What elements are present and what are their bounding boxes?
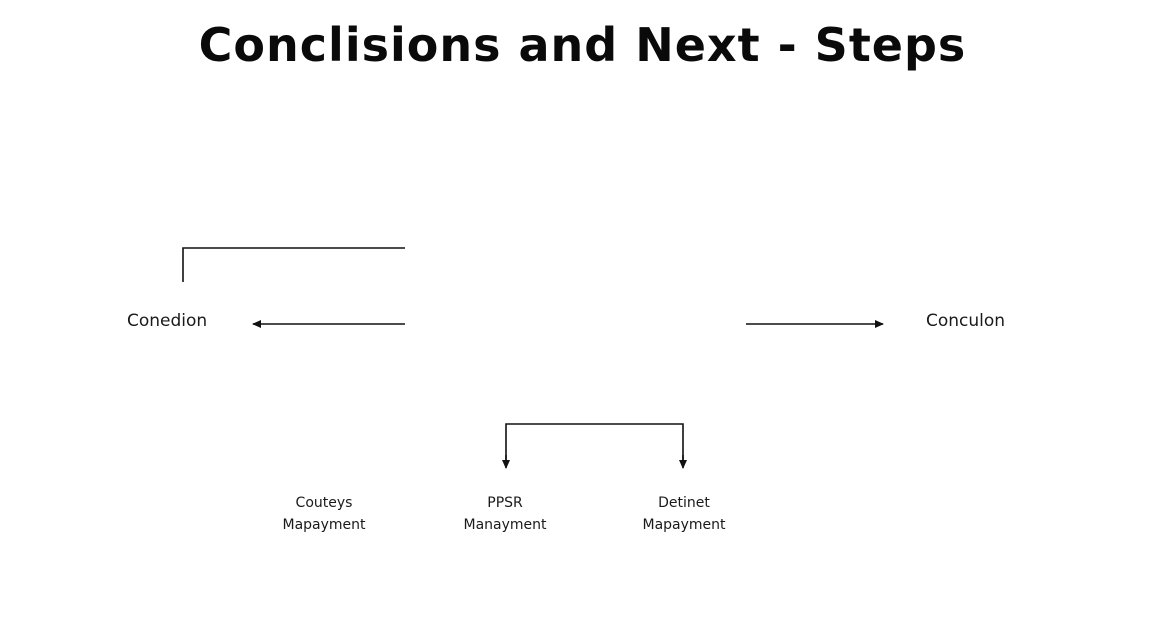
sub-node-3-line1: Detinet <box>658 495 710 511</box>
sub-node-3: Detinet Mapayment <box>604 492 764 536</box>
left-node-label: Conedion <box>127 311 208 331</box>
sub-node-2-line1: PPSR <box>487 495 523 511</box>
sub-node-2: PPSR Manayment <box>425 492 585 536</box>
sub-node-2-line2: Manayment <box>463 517 547 533</box>
page-title: Conclisions and Next - Steps <box>198 18 967 72</box>
sub-node-3-line2: Mapayment <box>642 517 726 533</box>
right-node-label: Conculon <box>926 311 1006 331</box>
sub-node-1-line1: Couteys <box>295 495 353 511</box>
sub-node-1: Couteys Mapayment <box>244 492 404 536</box>
top-left-bracket-line <box>182 247 405 282</box>
lower-bracket-line <box>505 423 684 466</box>
sub-node-1-line2: Mapayment <box>282 517 366 533</box>
